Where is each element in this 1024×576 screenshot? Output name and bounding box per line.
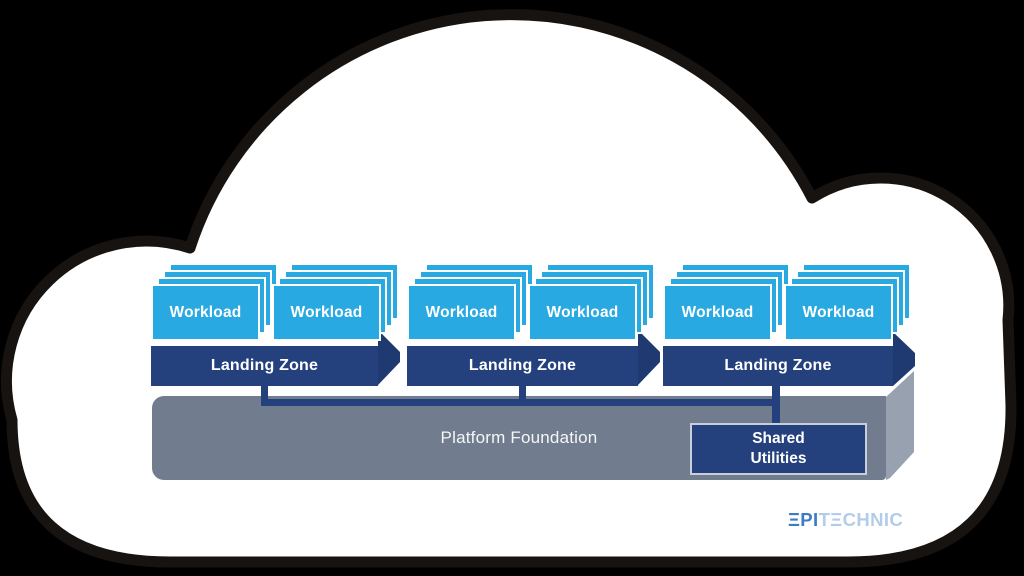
workload-card: Workload	[151, 284, 260, 341]
workload-card: Workload	[272, 284, 381, 341]
landing-zone-2: Workload Workload Landing Zone	[407, 263, 655, 386]
connector-zone2	[519, 386, 526, 406]
workload-label: Workload	[290, 303, 363, 321]
workload-card: Workload	[407, 284, 516, 341]
workload-label: Workload	[802, 303, 875, 321]
landing-zone-2-fold	[638, 330, 660, 385]
shared-utilities-line2: Utilities	[750, 450, 807, 467]
workload-card: Workload	[663, 284, 772, 341]
logo-secondary-text: TΞCHNIC	[818, 509, 904, 530]
landing-zone-label: Landing Zone	[468, 357, 577, 374]
workload-stack: Workload	[528, 263, 655, 341]
landing-zone-1-fold	[378, 330, 400, 385]
platform-3d-side	[886, 371, 914, 480]
landing-zone-1: Workload Workload Landing Zone	[151, 263, 399, 386]
landing-zone-label: Landing Zone	[724, 357, 832, 374]
workload-label: Workload	[425, 303, 498, 321]
epitechnic-logo: ΞPITΞCHNIC	[788, 509, 928, 533]
workload-label: Workload	[169, 303, 242, 321]
workload-card: Workload	[528, 284, 637, 341]
workload-stack: Workload	[272, 263, 399, 341]
landing-zone-3: Workload Workload Landing Zone	[663, 263, 911, 386]
workload-stack: Workload	[151, 263, 278, 341]
workload-label: Workload	[546, 303, 619, 321]
logo-primary-text: ΞPI	[788, 509, 819, 530]
workload-stack: Workload	[784, 263, 911, 341]
platform-foundation-label: Platform Foundation	[440, 428, 598, 447]
connector-zone3-shared-utilities	[772, 386, 780, 424]
landing-zone-label: Landing Zone	[210, 357, 319, 374]
shared-utilities-line1: Shared	[752, 430, 805, 447]
workload-card: Workload	[784, 284, 893, 341]
landing-zone-3-fold	[893, 332, 915, 386]
workload-stack: Workload	[663, 263, 790, 341]
shared-utilities-box: Shared Utilities	[690, 423, 867, 475]
workload-label: Workload	[681, 303, 754, 321]
workload-stack: Workload	[407, 263, 534, 341]
connector-zone1	[261, 386, 268, 406]
